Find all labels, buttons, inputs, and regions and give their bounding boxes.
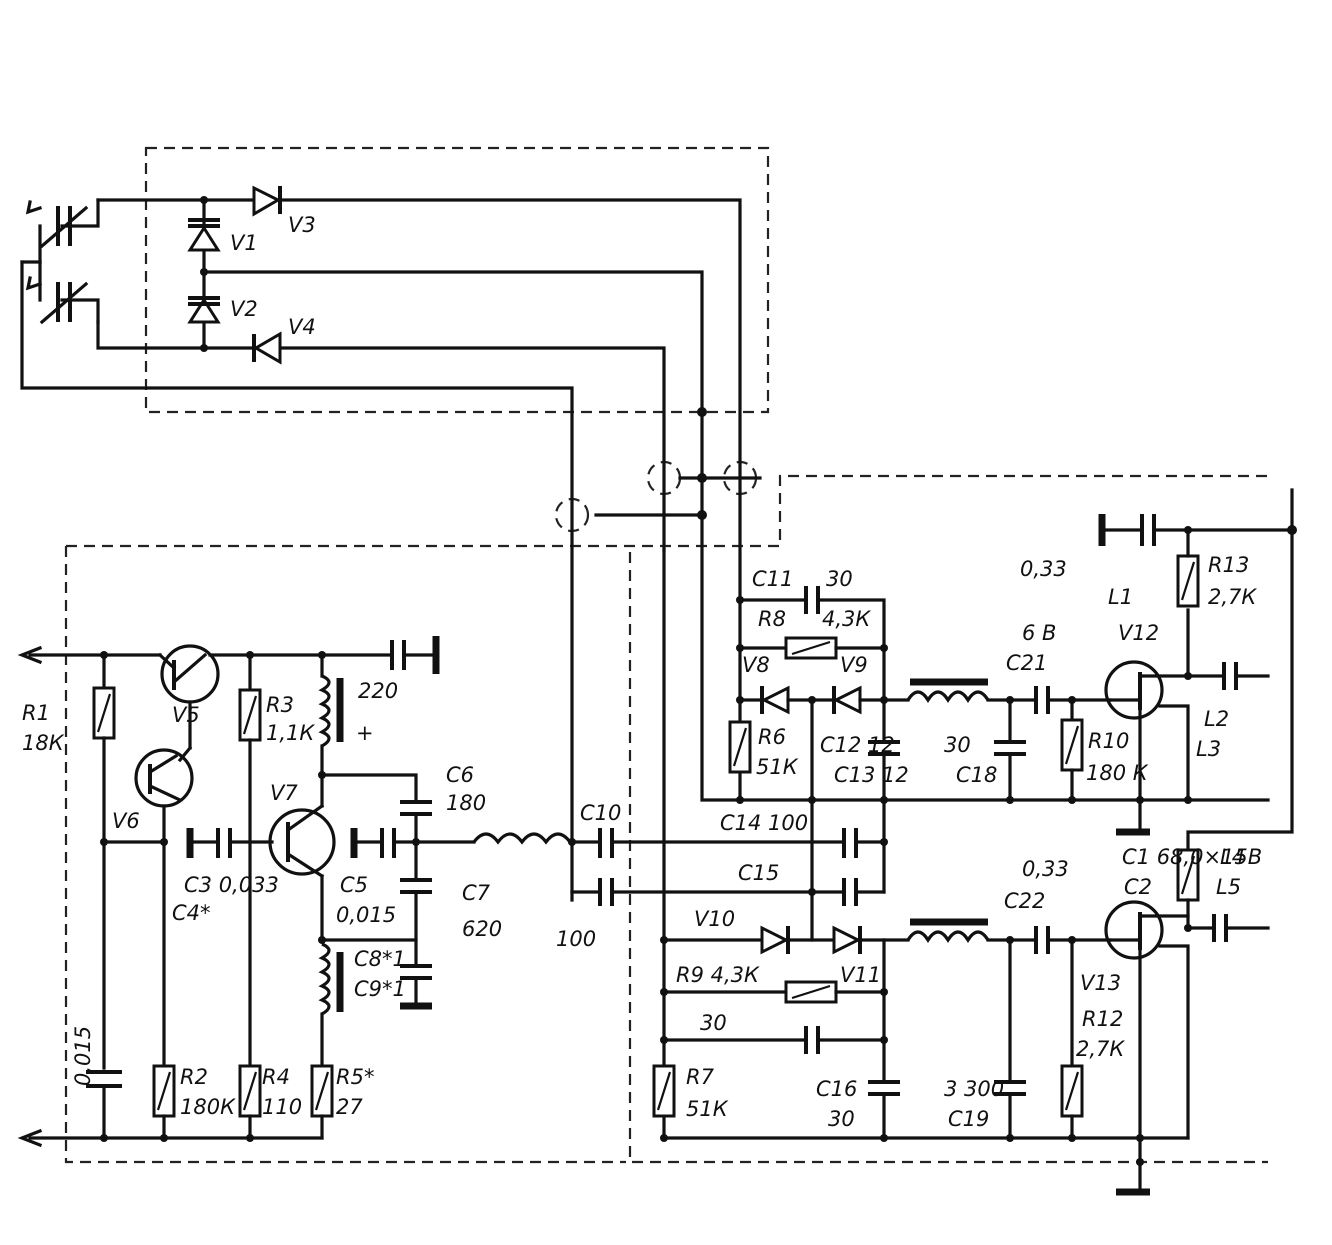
- label-c19-value: C22: [1004, 889, 1045, 913]
- oscillator-block: [17, 636, 600, 1148]
- label-c4: C5: [340, 873, 368, 897]
- label-r8-value: 4,3К: [822, 607, 871, 631]
- label-r7-value: 51К: [686, 1097, 729, 1121]
- label-r3: R3: [266, 693, 294, 717]
- label-v6: V6: [112, 809, 140, 833]
- label-r4-value: 110: [262, 1095, 302, 1119]
- label-c20: 0,33: [1020, 557, 1067, 581]
- tuning-block: [20, 185, 762, 902]
- label-c6: C7: [462, 881, 491, 905]
- component-labels: V3 V1 V2 V4 R1 18К V5 V6 R3 1,1К 220 + V…: [22, 213, 1262, 1131]
- label-c22-value: L5: [1216, 875, 1241, 899]
- label-r2-value: 180К: [180, 1095, 236, 1119]
- label-c4-value: 0,015: [336, 903, 396, 927]
- label-l1: +: [356, 721, 374, 745]
- varicap-v1: [187, 218, 221, 252]
- label-v12: V12: [1118, 621, 1159, 645]
- label-c19: 0,33: [1022, 857, 1069, 881]
- label-c21: L2: [1204, 707, 1229, 731]
- label-c6-value: 620: [462, 917, 502, 941]
- label-v13: V13: [1080, 971, 1121, 995]
- label-r5: R5*: [336, 1065, 374, 1089]
- label-c5: C6: [446, 763, 474, 787]
- label-c18: 6 В: [1022, 621, 1056, 645]
- label-r4: R4: [262, 1065, 290, 1089]
- label-r6: R6: [758, 725, 786, 749]
- label-c15: C16: [816, 1077, 857, 1101]
- label-c1: 0,015: [71, 1026, 95, 1086]
- label-r11: R12: [1082, 1007, 1123, 1031]
- label-c20-value: L1: [1108, 585, 1133, 609]
- label-c16-value: C18: [956, 763, 997, 787]
- label-c13: C15: [738, 861, 779, 885]
- label-c18-value: C21: [1006, 651, 1047, 675]
- label-v9: V9: [840, 653, 868, 677]
- label-c11-value: C13 12: [834, 763, 909, 787]
- label-v5: V5: [172, 703, 200, 727]
- label-r6-value: 51К: [756, 755, 799, 779]
- mixer-block: [570, 488, 1297, 1196]
- label-r3-value: 1,1К: [266, 721, 315, 745]
- label-v7: V7: [270, 781, 298, 805]
- label-c15-value: 30: [828, 1107, 855, 1131]
- label-c2: C3 0,033: [184, 873, 279, 897]
- label-c17: 3 300: [944, 1077, 1004, 1101]
- label-r13-value: C2: [1124, 875, 1152, 899]
- label-r1-value: 18К: [22, 731, 65, 755]
- diode-v3: [252, 185, 282, 217]
- label-c7-value: C9*1: [354, 977, 406, 1001]
- label-v11: V11: [840, 963, 881, 987]
- label-v3: V3: [288, 213, 316, 237]
- label-v1: V1: [230, 231, 258, 255]
- label-r12-value: 2,7К: [1208, 585, 1257, 609]
- varicap-v2: [187, 296, 221, 324]
- label-c10-value: 30: [826, 567, 853, 591]
- label-c8: C10: [580, 801, 621, 825]
- label-v2: V2: [230, 297, 258, 321]
- label-c17-value: C19: [948, 1107, 989, 1131]
- label-r11-value: 2,7К: [1076, 1037, 1125, 1061]
- label-c10: C11: [752, 567, 793, 591]
- label-c2-value: C4*: [172, 901, 211, 925]
- label-c7: C8*1: [354, 947, 406, 971]
- label-c3: 220: [358, 679, 398, 703]
- label-r12: R13: [1208, 553, 1249, 577]
- label-r1: R1: [22, 701, 50, 725]
- label-r2: R2: [180, 1065, 208, 1089]
- label-r5-value: 27: [336, 1095, 363, 1119]
- label-c12: C14 100: [720, 811, 808, 835]
- label-c21-value: L3: [1196, 737, 1221, 761]
- label-r8: R8: [758, 607, 786, 631]
- label-r9: R9 4,3К: [676, 963, 760, 987]
- label-v10: V10: [694, 907, 735, 931]
- label-r10: R10: [1088, 729, 1129, 753]
- label-c22: L4: [1220, 845, 1245, 869]
- label-r7: R7: [686, 1065, 715, 1089]
- label-v4: V4: [288, 315, 316, 339]
- label-c11: C12 12: [820, 733, 895, 757]
- label-c9: 100: [556, 927, 596, 951]
- label-v8: V8: [742, 653, 770, 677]
- label-c14: 30: [700, 1011, 727, 1035]
- label-r10-value: 180 К: [1086, 761, 1149, 785]
- diode-v4: [252, 331, 282, 365]
- label-c16: 30: [944, 733, 971, 757]
- variable-capacitor-bottom: [25, 276, 89, 325]
- label-c5-value: 180: [446, 791, 486, 815]
- variable-capacitor-top: [25, 200, 89, 249]
- label-r13: C1 68,0×15В: [1122, 845, 1262, 869]
